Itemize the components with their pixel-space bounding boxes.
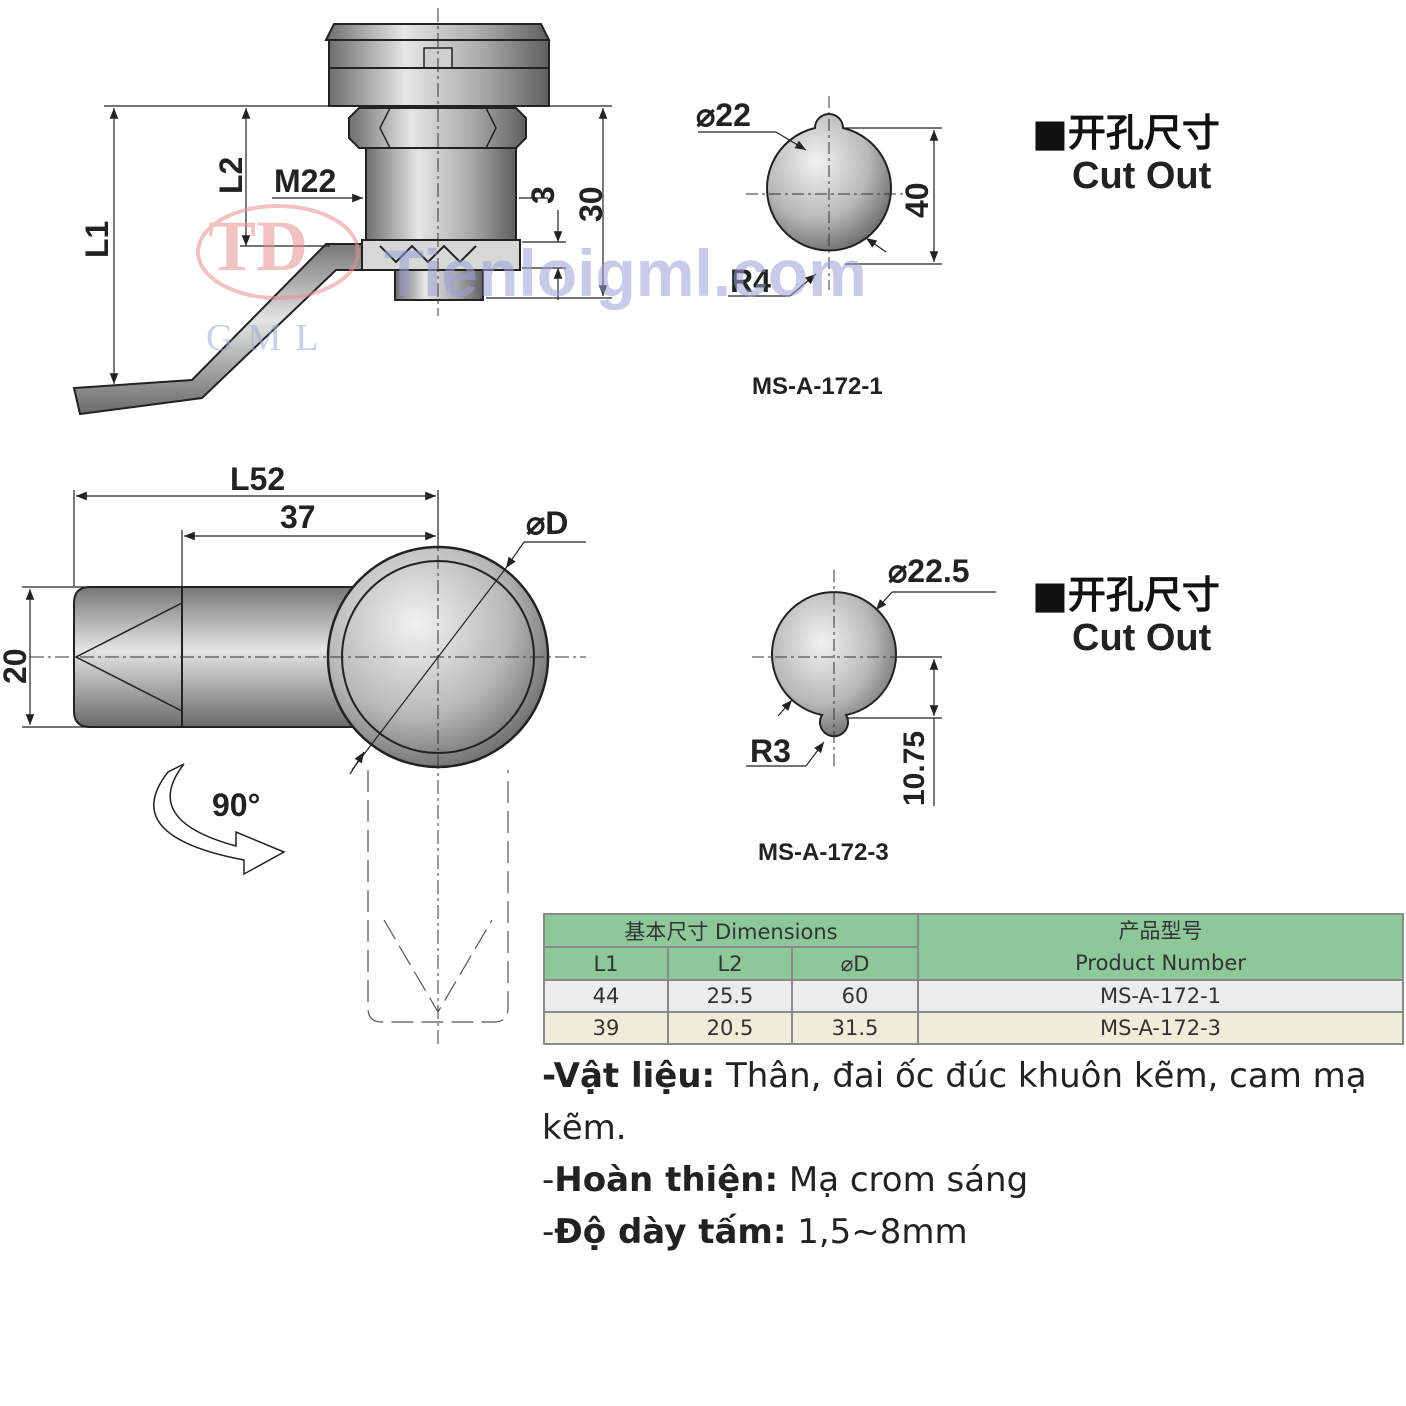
product-number-header: 产品型号 Product Number (917, 913, 1404, 981)
spec-thickness: -Độ dày tấm: 1,5~8mm (542, 1206, 1392, 1258)
dim-l52-label: L52 (230, 461, 285, 497)
cutout-3-model: MS-A-172-3 (758, 839, 889, 866)
cell-l2: 20.5 (667, 1011, 793, 1045)
spec-finish-prefix: - (542, 1160, 555, 1200)
dim-l1-label: L1 (79, 221, 115, 258)
dim-diameter-d-label: ⌀D (526, 505, 568, 541)
spec-thickness-value: 1,5~8mm (786, 1212, 968, 1252)
lock-front-view (30, 530, 586, 1044)
spec-notes: -Vật liệu: Thân, đai ốc đúc khuôn kẽm, c… (542, 1050, 1392, 1258)
cell-l2: 25.5 (667, 979, 793, 1013)
column-header-l1: L1 (543, 946, 669, 981)
spec-material-value: Thân, đai ốc đúc khuôn kẽm, cam mạ kẽm. (542, 1056, 1367, 1148)
table-row: 44 25.5 60 MS-A-172-1 (543, 979, 1404, 1013)
product-header-en: Product Number (1075, 951, 1246, 975)
cell-d: 60 (791, 979, 919, 1013)
top-dimensions (104, 105, 612, 384)
lock-side-view (72, 8, 551, 416)
watermark-top: TD GML Tienloigml.com (196, 204, 867, 359)
cell-product: MS-A-172-3 (917, 1011, 1404, 1045)
dim-30-label: 30 (573, 186, 609, 222)
column-header-d: ⌀D (791, 946, 919, 981)
dimensions-header: 基本尺寸 Dimensions (543, 913, 919, 948)
cutout-1-model: MS-A-172-1 (752, 373, 883, 400)
spec-finish-label: Hoàn thiện: (554, 1160, 779, 1200)
cutout-1-header-cn: ■开孔尺寸 (1032, 111, 1220, 155)
cutout-1-height: 40 (899, 182, 935, 218)
cutout-1-header-en: Cut Out (1072, 155, 1212, 197)
rotation-angle-label: 90° (212, 787, 260, 823)
cutout-3-header-cn: ■开孔尺寸 (1032, 573, 1220, 617)
spec-material: -Vật liệu: Thân, đai ốc đúc khuôn kẽm, c… (542, 1050, 1392, 1154)
dim-37-label: 37 (280, 499, 316, 535)
dimensions-table: 基本尺寸 Dimensions 产品型号 Product Number L1 L… (543, 913, 1404, 1045)
cell-product: MS-A-172-1 (917, 979, 1404, 1013)
spec-finish: -Hoàn thiện: Mạ crom sáng (542, 1154, 1392, 1206)
spec-material-label: -Vật liệu: (542, 1056, 716, 1096)
product-header-cn: 产品型号 (1118, 919, 1203, 943)
dim-3-label: 3 (525, 186, 561, 204)
dim-20-label: 20 (0, 648, 33, 684)
watermark-site: Tienloigml.com (384, 236, 867, 310)
cutout-3-radius: R3 (750, 733, 791, 769)
dim-l2-label: L2 (213, 157, 249, 194)
cutout-1-shape (698, 96, 942, 297)
spec-finish-value: Mạ crom sáng (778, 1160, 1029, 1200)
cutout-1-radius: R4 (730, 263, 771, 299)
cutout-3-height: 10.75 (898, 731, 931, 806)
spec-thickness-prefix: - (542, 1212, 555, 1252)
column-header-l2: L2 (667, 946, 793, 981)
cell-l1: 44 (543, 979, 669, 1013)
dim-m22-label: M22 (274, 163, 336, 199)
bottom-dimensions (22, 490, 586, 775)
watermark-sub: GML (206, 317, 332, 359)
cell-d: 31.5 (791, 1011, 919, 1045)
spec-thickness-label: Độ dày tấm: (554, 1212, 787, 1252)
cutout-3-diameter: ⌀22.5 (888, 553, 970, 589)
table-row: 39 20.5 31.5 MS-A-172-3 (543, 1011, 1404, 1045)
cutout-3-shape (746, 570, 996, 806)
cell-l1: 39 (543, 1011, 669, 1045)
cutout-1-diameter: ⌀22 (696, 97, 751, 133)
cutout-3-header-en: Cut Out (1072, 617, 1212, 659)
watermark-logo: TD (208, 206, 308, 286)
